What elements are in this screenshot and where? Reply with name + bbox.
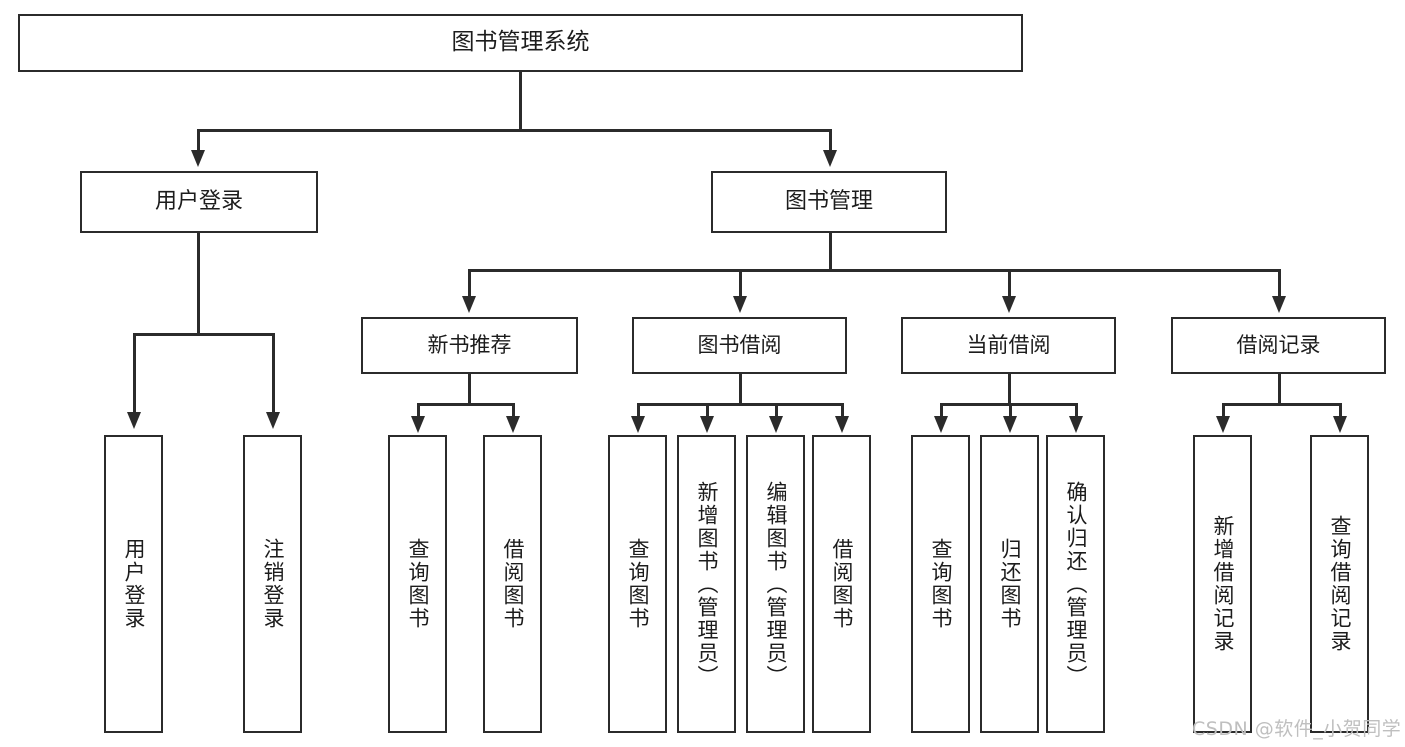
node-label: 图书借阅 bbox=[697, 332, 782, 357]
connector-to-new-book bbox=[468, 269, 471, 297]
connector-book-borrow-leaf2 bbox=[706, 403, 709, 417]
connector-level3-bus bbox=[468, 269, 1280, 272]
arrowhead-book-management bbox=[823, 150, 837, 167]
arrowhead-leaf-return-book bbox=[1003, 416, 1017, 433]
connector-to-book-borrow bbox=[739, 269, 742, 297]
node-leaf-logout-login[interactable]: 注销登录 bbox=[243, 435, 302, 733]
node-label: 查询图书 bbox=[406, 538, 430, 630]
connector-book-borrow-bus bbox=[637, 403, 842, 406]
connector-book-borrow-leaf4 bbox=[841, 403, 844, 417]
node-label: 图书管理系统 bbox=[451, 29, 590, 56]
arrowhead-user-login bbox=[191, 150, 205, 167]
connector-to-current-borrow bbox=[1008, 269, 1011, 297]
arrowhead-leaf-user-login bbox=[127, 412, 141, 429]
arrowhead-book-borrow bbox=[733, 296, 747, 313]
connector-borrow-record-stem bbox=[1278, 374, 1281, 405]
connector-new-book-leaf2 bbox=[512, 403, 515, 417]
node-leaf-add-borrow-record[interactable]: 新增借阅记录 bbox=[1193, 435, 1252, 733]
node-root-system[interactable]: 图书管理系统 bbox=[18, 14, 1023, 72]
node-leaf-confirm-return[interactable]: 确认归还（管理员） bbox=[1046, 435, 1105, 733]
node-leaf-borrow-book-1[interactable]: 借阅图书 bbox=[483, 435, 542, 733]
node-current-borrow[interactable]: 当前借阅 bbox=[901, 317, 1116, 374]
node-label: 用户登录 bbox=[122, 538, 146, 630]
connector-borrow-record-bus bbox=[1222, 403, 1340, 406]
connector-borrow-record-leaf1 bbox=[1222, 403, 1225, 417]
node-label: 图书管理 bbox=[784, 188, 873, 214]
node-leaf-query-book-2[interactable]: 查询图书 bbox=[608, 435, 667, 733]
node-label: 编辑图书（管理员） bbox=[764, 481, 788, 688]
connector-to-book-management bbox=[829, 129, 832, 151]
connector-book-management-stem bbox=[829, 233, 832, 271]
node-label: 新增图书（管理员） bbox=[695, 481, 719, 688]
connector-level2-bus bbox=[197, 129, 831, 132]
connector-to-user-login bbox=[197, 129, 200, 151]
arrowhead-leaf-query-book-1 bbox=[411, 416, 425, 433]
connector-new-book-stem bbox=[468, 374, 471, 405]
node-leaf-return-book[interactable]: 归还图书 bbox=[980, 435, 1039, 733]
arrowhead-leaf-query-borrow-record bbox=[1333, 416, 1347, 433]
arrowhead-borrow-record bbox=[1272, 296, 1286, 313]
connector-user-login-leaf2 bbox=[272, 333, 275, 413]
connector-current-borrow-leaf1 bbox=[940, 403, 943, 417]
watermark-text: CSDN @软件_小贺同学 bbox=[1192, 718, 1402, 740]
connector-new-book-leaf1 bbox=[417, 403, 420, 417]
node-label: 用户登录 bbox=[154, 188, 243, 214]
connector-user-login-leaf1 bbox=[133, 333, 136, 413]
node-label: 借阅图书 bbox=[830, 538, 854, 630]
node-label: 查询图书 bbox=[626, 538, 650, 630]
node-book-borrow[interactable]: 图书借阅 bbox=[632, 317, 847, 374]
arrowhead-leaf-query-book-2 bbox=[631, 416, 645, 433]
node-borrow-record[interactable]: 借阅记录 bbox=[1171, 317, 1386, 374]
arrowhead-leaf-add-borrow-record bbox=[1216, 416, 1230, 433]
connector-current-borrow-leaf3 bbox=[1075, 403, 1078, 417]
node-leaf-query-book-3[interactable]: 查询图书 bbox=[911, 435, 970, 733]
node-label: 查询图书 bbox=[929, 538, 953, 630]
arrowhead-new-book-recommend bbox=[462, 296, 476, 313]
connector-borrow-record-leaf2 bbox=[1339, 403, 1342, 417]
connector-book-borrow-stem bbox=[739, 374, 742, 405]
node-new-book-recommend[interactable]: 新书推荐 bbox=[361, 317, 578, 374]
connector-user-login-bus bbox=[133, 333, 272, 336]
connector-user-login-stem bbox=[197, 233, 200, 335]
node-leaf-edit-book[interactable]: 编辑图书（管理员） bbox=[746, 435, 805, 733]
node-label: 新书推荐 bbox=[427, 332, 512, 357]
node-leaf-add-book[interactable]: 新增图书（管理员） bbox=[677, 435, 736, 733]
arrowhead-leaf-edit-book bbox=[769, 416, 783, 433]
connector-root-stem bbox=[519, 72, 522, 130]
node-label: 确认归还（管理员） bbox=[1064, 481, 1088, 688]
node-user-login[interactable]: 用户登录 bbox=[80, 171, 318, 233]
arrowhead-leaf-logout-login bbox=[266, 412, 280, 429]
arrowhead-leaf-borrow-book-2 bbox=[835, 416, 849, 433]
arrowhead-leaf-query-book-3 bbox=[934, 416, 948, 433]
connector-book-borrow-leaf3 bbox=[775, 403, 778, 417]
node-label: 新增借阅记录 bbox=[1211, 515, 1235, 653]
node-leaf-query-borrow-record[interactable]: 查询借阅记录 bbox=[1310, 435, 1369, 733]
arrowhead-leaf-add-book bbox=[700, 416, 714, 433]
connector-current-borrow-bus bbox=[940, 403, 1077, 406]
arrowhead-current-borrow bbox=[1002, 296, 1016, 313]
node-label: 查询借阅记录 bbox=[1328, 515, 1352, 653]
connector-to-borrow-record bbox=[1278, 269, 1281, 297]
node-label: 注销登录 bbox=[261, 538, 285, 630]
node-book-management[interactable]: 图书管理 bbox=[711, 171, 947, 233]
node-leaf-borrow-book-2[interactable]: 借阅图书 bbox=[812, 435, 871, 733]
connector-new-book-bus bbox=[417, 403, 513, 406]
connector-book-borrow-leaf1 bbox=[637, 403, 640, 417]
node-leaf-query-book-1[interactable]: 查询图书 bbox=[388, 435, 447, 733]
node-label: 归还图书 bbox=[998, 538, 1022, 630]
arrowhead-leaf-confirm-return bbox=[1069, 416, 1083, 433]
node-label: 借阅记录 bbox=[1236, 332, 1321, 357]
node-label: 借阅图书 bbox=[501, 538, 525, 630]
node-label: 当前借阅 bbox=[966, 332, 1051, 357]
arrowhead-leaf-borrow-book-1 bbox=[506, 416, 520, 433]
node-leaf-user-login[interactable]: 用户登录 bbox=[104, 435, 163, 733]
connector-current-borrow-stem bbox=[1008, 374, 1011, 405]
connector-current-borrow-leaf2 bbox=[1009, 403, 1012, 417]
